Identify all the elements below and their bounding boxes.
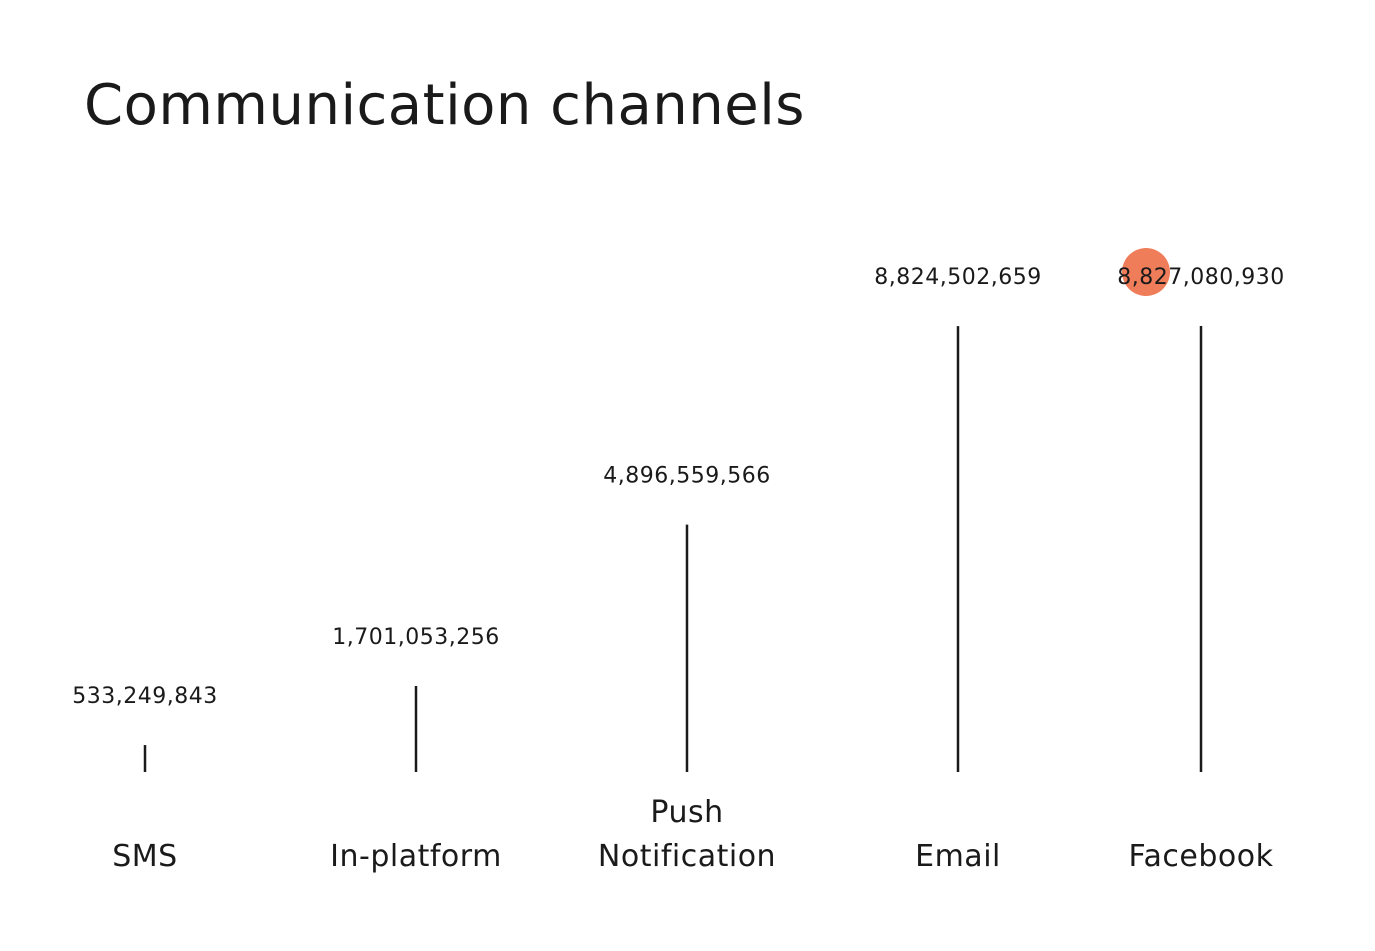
category-label-email: Email — [915, 839, 1001, 874]
chart-title: Communication channels — [84, 73, 805, 138]
value-label-sms: 533,249,843 — [72, 684, 217, 709]
category-label-facebook: Facebook — [1129, 839, 1274, 874]
value-label-in-platform: 1,701,053,256 — [332, 625, 499, 650]
category-label-push-notification-line-2: Notification — [598, 839, 776, 874]
highlight-dot — [1122, 248, 1170, 296]
category-label-push-notification-line-1: Push — [650, 795, 723, 830]
category-label-in-platform: In-platform — [330, 839, 502, 874]
category-label-sms: SMS — [112, 839, 177, 874]
value-label-facebook: 8,827,080,930 — [1117, 265, 1284, 290]
value-label-push-notification: 4,896,559,566 — [603, 464, 770, 489]
value-label-email: 8,824,502,659 — [874, 265, 1041, 290]
